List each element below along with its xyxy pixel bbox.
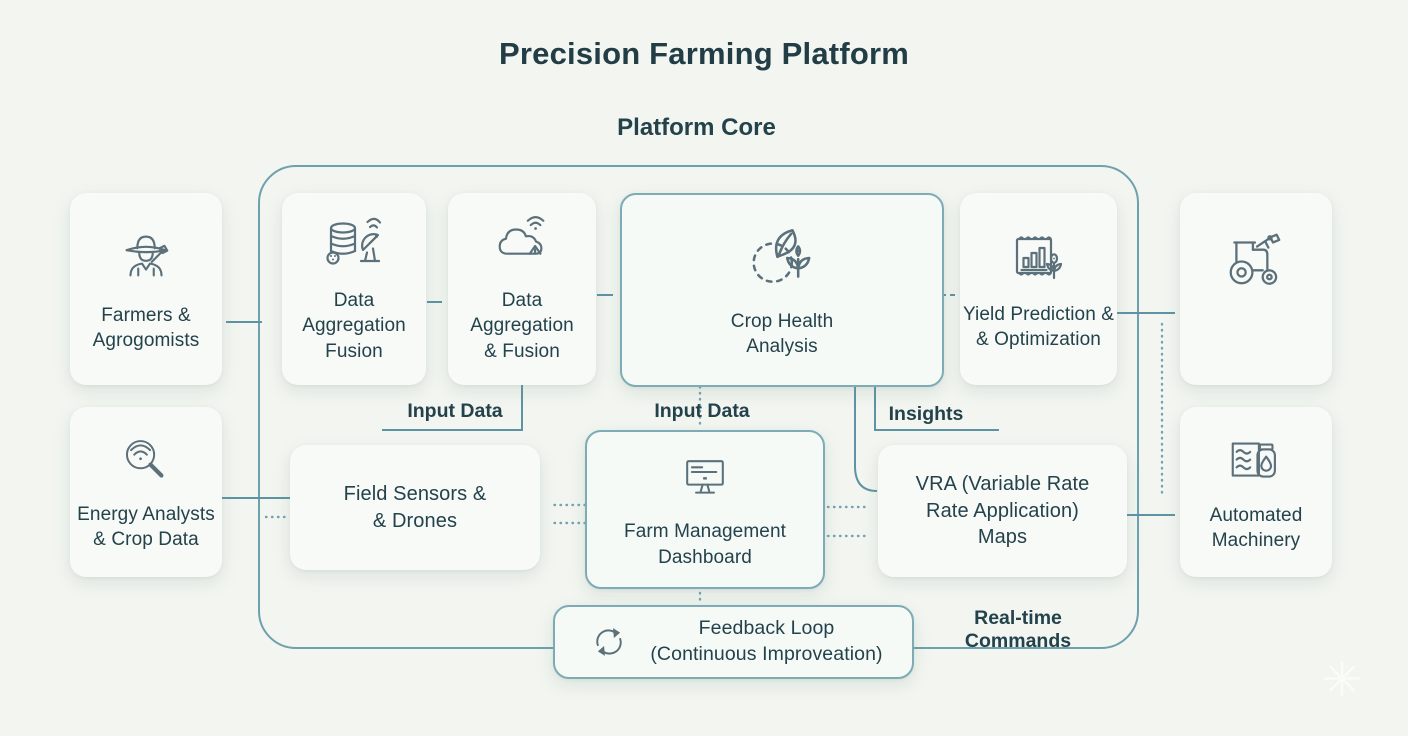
node-farm-dashboard: Farm Management Dashboard	[585, 430, 825, 589]
edge-label-input-data-center: Input Data	[654, 400, 750, 422]
leaves-icon	[745, 221, 819, 295]
node-crop-health-analysis: Crop Health Analysis	[620, 193, 944, 387]
edge-label-insights: Insights	[888, 403, 964, 425]
node-label: Farm Management Dashboard	[623, 521, 786, 568]
node-label: Crop Health Analysis	[730, 310, 834, 357]
node-data-aggregation-fusion: Data Aggregation Fusion	[282, 193, 426, 385]
node-label: VRA (Variable Rate Rate Application) Map…	[915, 473, 1090, 549]
node-energy-analysts: Energy Analysts & Crop Data	[70, 407, 222, 577]
monitor-icon	[675, 449, 735, 509]
node-yield-prediction: Yield Prediction & & Optimization	[960, 193, 1117, 385]
node-vra-maps: VRA (Variable Rate Rate Application) Map…	[878, 445, 1127, 577]
tractor-icon	[1223, 227, 1289, 293]
node-label: Yield Prediction & & Optimization	[962, 303, 1115, 350]
node-data-aggregation-fusion-2: Data Aggregation & Fusion	[448, 193, 596, 385]
database-satellite-icon	[322, 214, 386, 278]
node-machinery-top	[1180, 193, 1332, 385]
node-label: Energy Analysts & Crop Data	[77, 503, 215, 550]
node-label: Data Aggregation & Fusion	[470, 290, 574, 362]
node-label: Feedback Loop (Continuous Improveation)	[650, 617, 883, 665]
node-label: Data Aggregation Fusion	[302, 290, 406, 362]
node-field-sensors: Field Sensors & & Drones	[290, 445, 540, 570]
farmer-icon	[115, 225, 177, 287]
supplies-icon	[1225, 431, 1287, 493]
node-label: Automated Machinery	[1209, 504, 1303, 551]
magnifier-signal-icon	[117, 432, 175, 490]
platform-core-label: Platform Core	[617, 114, 776, 141]
watermark-flourish: ✳	[1322, 654, 1363, 707]
cloud-signal-icon	[491, 214, 553, 276]
cycle-arrows-icon	[584, 620, 634, 664]
edge-label-realtime-commands: Real-time Commands	[964, 607, 1072, 652]
node-farmers: Farmers & Agrogomists	[70, 193, 222, 385]
node-automated-machinery: Automated Machinery	[1180, 407, 1332, 577]
node-label: Farmers & Agrogomists	[92, 304, 200, 351]
node-label: Field Sensors & & Drones	[343, 482, 487, 532]
chart-plant-icon	[1007, 226, 1071, 290]
edge-label-input-data-left: Input Data	[407, 400, 503, 422]
node-feedback-loop: Feedback Loop (Continuous Improveation)	[553, 605, 914, 679]
page-title: Precision Farming Platform	[498, 36, 910, 71]
